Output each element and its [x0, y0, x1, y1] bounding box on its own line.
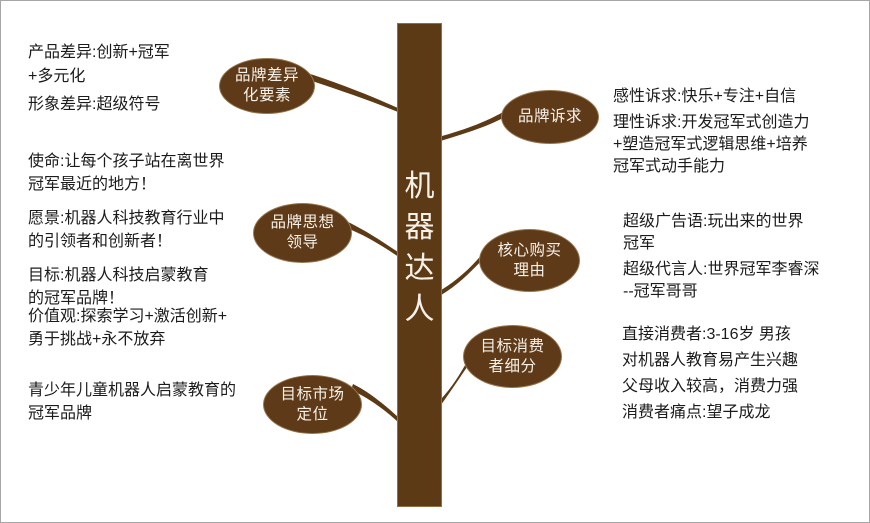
node-label-line: 品牌差异	[234, 67, 299, 84]
node-label-line: 品牌思想	[270, 214, 335, 231]
text-line: 愿景:机器人科技教育行业中	[28, 210, 225, 227]
text-line: 青少年儿童机器人启蒙教育的	[28, 382, 237, 399]
text-line: 超级广告语:玩出来的世界	[623, 213, 804, 230]
trunk-char: 机	[404, 170, 435, 203]
node-brand-thought-leadership: 品牌思想 领导	[253, 203, 352, 263]
paragraph: 理性诉求:开发冠军式创造力 +塑造冠军式逻辑思维+培养 冠军式动手能力	[613, 112, 809, 178]
node-label-line: 领导	[286, 234, 319, 251]
paragraph: 超级广告语:玩出来的世界 冠军	[623, 211, 819, 255]
paragraph: 产品差异:创新+冠军 +多元化	[28, 41, 170, 89]
trunk-char: 人	[404, 293, 435, 326]
paragraph: 形象差异:超级符号	[28, 93, 170, 117]
trunk-char: 器	[404, 211, 435, 244]
node-label-line: 品牌诉求	[517, 108, 582, 125]
text-line: 理性诉求:开发冠军式创造力	[613, 114, 810, 131]
text-line: 冠军	[623, 235, 656, 252]
node-brand-differentiation: 品牌差异 化要素	[219, 58, 315, 114]
connector-target-market	[351, 384, 398, 422]
paragraph: 愿景:机器人科技教育行业中 的引领者和创新者！	[28, 207, 224, 253]
node-label-line: 化要素	[242, 87, 291, 104]
paragraph: 超级代言人:世界冠军李睿深 --冠军哥哥	[623, 259, 819, 303]
node-label-line: 者细分	[488, 357, 537, 375]
text-line: 消费者痛点:望子成龙	[622, 404, 771, 421]
node-label-line: 定位	[296, 405, 329, 423]
node-core-purchase-reason: 核心购买 理由	[479, 229, 580, 292]
text-line: 感性诉求:快乐+专注+自信	[613, 88, 797, 105]
text-line: 超级代言人:世界冠军李睿深	[623, 261, 820, 278]
connector-consumer-seg	[442, 358, 469, 404]
node-label-line: 理由	[513, 261, 546, 279]
connector-core-reason	[442, 253, 483, 295]
paragraph: 价值观:探索学习+激活创新+ 勇于挑战+永不放弃	[28, 305, 227, 351]
node-label-line: 核心购买	[497, 241, 562, 259]
text-line: 冠军最近的地方！	[28, 176, 157, 193]
text-block-values: 价值观:探索学习+激活创新+ 勇于挑战+永不放弃	[28, 305, 227, 351]
text-line: 产品差异:创新+冠军	[28, 44, 170, 61]
text-line: +多元化	[28, 68, 86, 85]
text-line: 价值观:探索学习+激活创新+	[28, 308, 228, 325]
trunk-char: 达	[404, 252, 435, 285]
text-block-brand-appeal: 感性诉求:快乐+专注+自信 理性诉求:开发冠军式创造力 +塑造冠军式逻辑思维+培…	[613, 86, 809, 182]
text-line: 使命:让每个孩子站在离世界	[28, 153, 225, 170]
node-target-consumer-segment: 目标消费 者细分	[463, 325, 562, 388]
node-label-line: 目标消费	[480, 337, 545, 355]
text-line: 目标:机器人科技启蒙教育	[28, 267, 209, 284]
center-trunk: 机 器 达 人	[397, 23, 442, 507]
text-line: +塑造冠军式逻辑思维+培养	[613, 136, 808, 153]
text-line: 形象差异:超级符号	[28, 96, 161, 113]
paragraph: 使命:让每个孩子站在离世界 冠军最近的地方！	[28, 150, 224, 196]
connector-brand-appeal	[442, 111, 505, 141]
text-line: 冠军品牌	[28, 405, 93, 422]
text-line: 的冠军品牌！	[28, 290, 125, 307]
text-line: 对机器人教育易产生兴趣	[622, 352, 799, 369]
text-line: 冠军式动手能力	[613, 158, 726, 175]
paragraph: 目标:机器人科技启蒙教育 的冠军品牌！	[28, 264, 224, 310]
text-block-differentiation: 产品差异:创新+冠军 +多元化 形象差异:超级符号	[28, 41, 170, 121]
node-brand-appeal: 品牌诉求	[501, 90, 599, 144]
text-line: 勇于挑战+永不放弃	[28, 331, 166, 348]
node-label-line: 目标市场	[280, 385, 345, 403]
paragraph: 感性诉求:快乐+专注+自信	[613, 86, 809, 108]
paragraph: 青少年儿童机器人启蒙教育的 冠军品牌	[28, 379, 236, 425]
connector-brand-thought	[344, 221, 398, 257]
connector-brand-diff	[303, 72, 398, 112]
text-block-mission-vision-goal: 使命:让每个孩子站在离世界 冠军最近的地方！ 愿景:机器人科技教育行业中 的引领…	[28, 150, 224, 321]
text-line: 的引领者和创新者！	[28, 233, 173, 250]
text-line: 直接消费者:3-16岁 男孩	[622, 326, 791, 343]
text-line: 父母收入较高，消费力强	[622, 378, 799, 395]
paragraph: 直接消费者:3-16岁 男孩 对机器人教育易产生兴趣 父母收入较高，消费力强 消…	[622, 322, 798, 426]
text-block-market-position: 青少年儿童机器人启蒙教育的 冠军品牌	[28, 379, 236, 425]
text-line: --冠军哥哥	[623, 283, 698, 300]
text-block-consumer-profile: 直接消费者:3-16岁 男孩 对机器人教育易产生兴趣 父母收入较高，消费力强 消…	[622, 322, 798, 426]
node-target-market-positioning: 目标市场 定位	[263, 375, 362, 434]
text-block-slogan-spokesperson: 超级广告语:玩出来的世界 冠军 超级代言人:世界冠军李睿深 --冠军哥哥	[623, 211, 819, 307]
